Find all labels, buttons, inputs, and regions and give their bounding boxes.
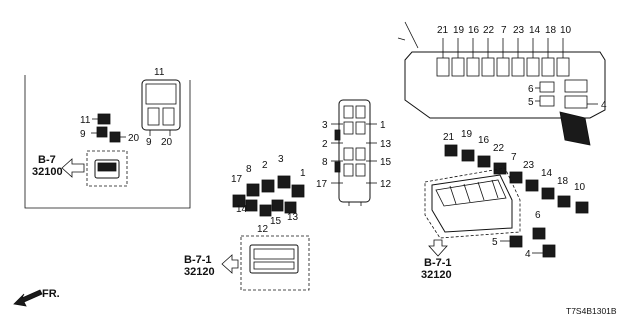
b71-mid-fuse-box bbox=[249, 244, 299, 274]
label-8-connector: 8 bbox=[322, 157, 328, 168]
label-17-group: 17 bbox=[231, 174, 243, 185]
label-14-top: 14 bbox=[529, 25, 541, 36]
b71-right-arrow-icon bbox=[428, 239, 448, 257]
label-14-right: 14 bbox=[541, 168, 553, 179]
b7-dashed-box bbox=[86, 150, 128, 187]
center-connector bbox=[334, 99, 371, 206]
label-15-group: 15 bbox=[270, 216, 282, 227]
label-10-top: 10 bbox=[560, 25, 572, 36]
label-9-bottom: 9 bbox=[146, 137, 152, 148]
label-16-top: 16 bbox=[468, 25, 480, 36]
b71-right-fuse-box bbox=[431, 174, 513, 233]
label-22-right: 22 bbox=[493, 143, 505, 154]
b7-arrow-icon bbox=[61, 158, 85, 178]
front-label: FR. bbox=[42, 288, 60, 300]
b71-right-label: B-7-1 bbox=[424, 257, 452, 269]
left-panel-border bbox=[24, 75, 191, 209]
b7-code: 32100 bbox=[32, 166, 63, 178]
label-19-right: 19 bbox=[461, 129, 473, 140]
label-4-top: 4 bbox=[601, 100, 607, 111]
label-18-top: 18 bbox=[545, 25, 557, 36]
label-7-right: 7 bbox=[511, 152, 517, 163]
relay-20 bbox=[109, 131, 121, 143]
label-21-right: 21 bbox=[443, 132, 455, 143]
label-15-connector: 15 bbox=[380, 157, 392, 168]
b71-mid-label: B-7-1 bbox=[184, 254, 212, 266]
label-4-right: 4 bbox=[525, 249, 531, 260]
label-1-group: 1 bbox=[300, 168, 306, 179]
label-14-group: 14 bbox=[236, 204, 248, 215]
label-5-right: 5 bbox=[492, 237, 498, 248]
label-22-top: 22 bbox=[483, 25, 495, 36]
label-23-right: 23 bbox=[523, 160, 535, 171]
b71-mid-arrow-icon bbox=[221, 254, 239, 274]
b71-mid-code: 32120 bbox=[184, 266, 215, 278]
label-16-right: 16 bbox=[478, 135, 490, 146]
label-10-right: 10 bbox=[574, 182, 586, 193]
label-5-top: 5 bbox=[528, 97, 534, 108]
label-13-connector: 13 bbox=[380, 139, 392, 150]
label-8-group: 8 bbox=[246, 164, 252, 175]
main-fuse-box bbox=[397, 21, 606, 146]
relay-9 bbox=[96, 126, 108, 138]
label-1-connector: 1 bbox=[380, 120, 386, 131]
label-12-group: 12 bbox=[257, 224, 269, 235]
label-2-group: 2 bbox=[262, 160, 268, 171]
label-2-connector: 2 bbox=[322, 139, 328, 150]
label-3-connector: 3 bbox=[322, 120, 328, 131]
label-13-group: 13 bbox=[287, 212, 299, 223]
b7-label: B-7 bbox=[38, 154, 56, 166]
label-6-top: 6 bbox=[528, 84, 534, 95]
label-18-right: 18 bbox=[557, 176, 569, 187]
relay-base-top-left bbox=[141, 79, 181, 136]
label-9-left: 9 bbox=[80, 129, 86, 140]
label-17-connector: 17 bbox=[316, 179, 328, 190]
front-arrow: FR. bbox=[13, 288, 60, 307]
label-6-right: 6 bbox=[535, 210, 541, 221]
label-20-bottom: 20 bbox=[161, 137, 173, 148]
label-23-top: 23 bbox=[513, 25, 525, 36]
relay-group-center bbox=[232, 175, 305, 217]
label-19-top: 19 bbox=[453, 25, 465, 36]
label-12-connector: 12 bbox=[380, 179, 392, 190]
label-11-left: 11 bbox=[80, 115, 91, 126]
diagram-code: T7S4B1301B bbox=[566, 306, 617, 316]
b71-right-dashed-box bbox=[424, 167, 521, 239]
front-arrow-icon bbox=[13, 289, 43, 307]
label-7-top: 7 bbox=[501, 25, 507, 36]
label-20-left: 20 bbox=[128, 133, 140, 144]
relay-11 bbox=[97, 113, 111, 125]
label-11-top: 11 bbox=[154, 67, 165, 78]
label-21-top: 21 bbox=[437, 25, 449, 36]
b71-mid-dashed-box bbox=[240, 235, 310, 291]
b71-right-code: 32120 bbox=[421, 269, 452, 281]
label-3-group: 3 bbox=[278, 154, 284, 165]
